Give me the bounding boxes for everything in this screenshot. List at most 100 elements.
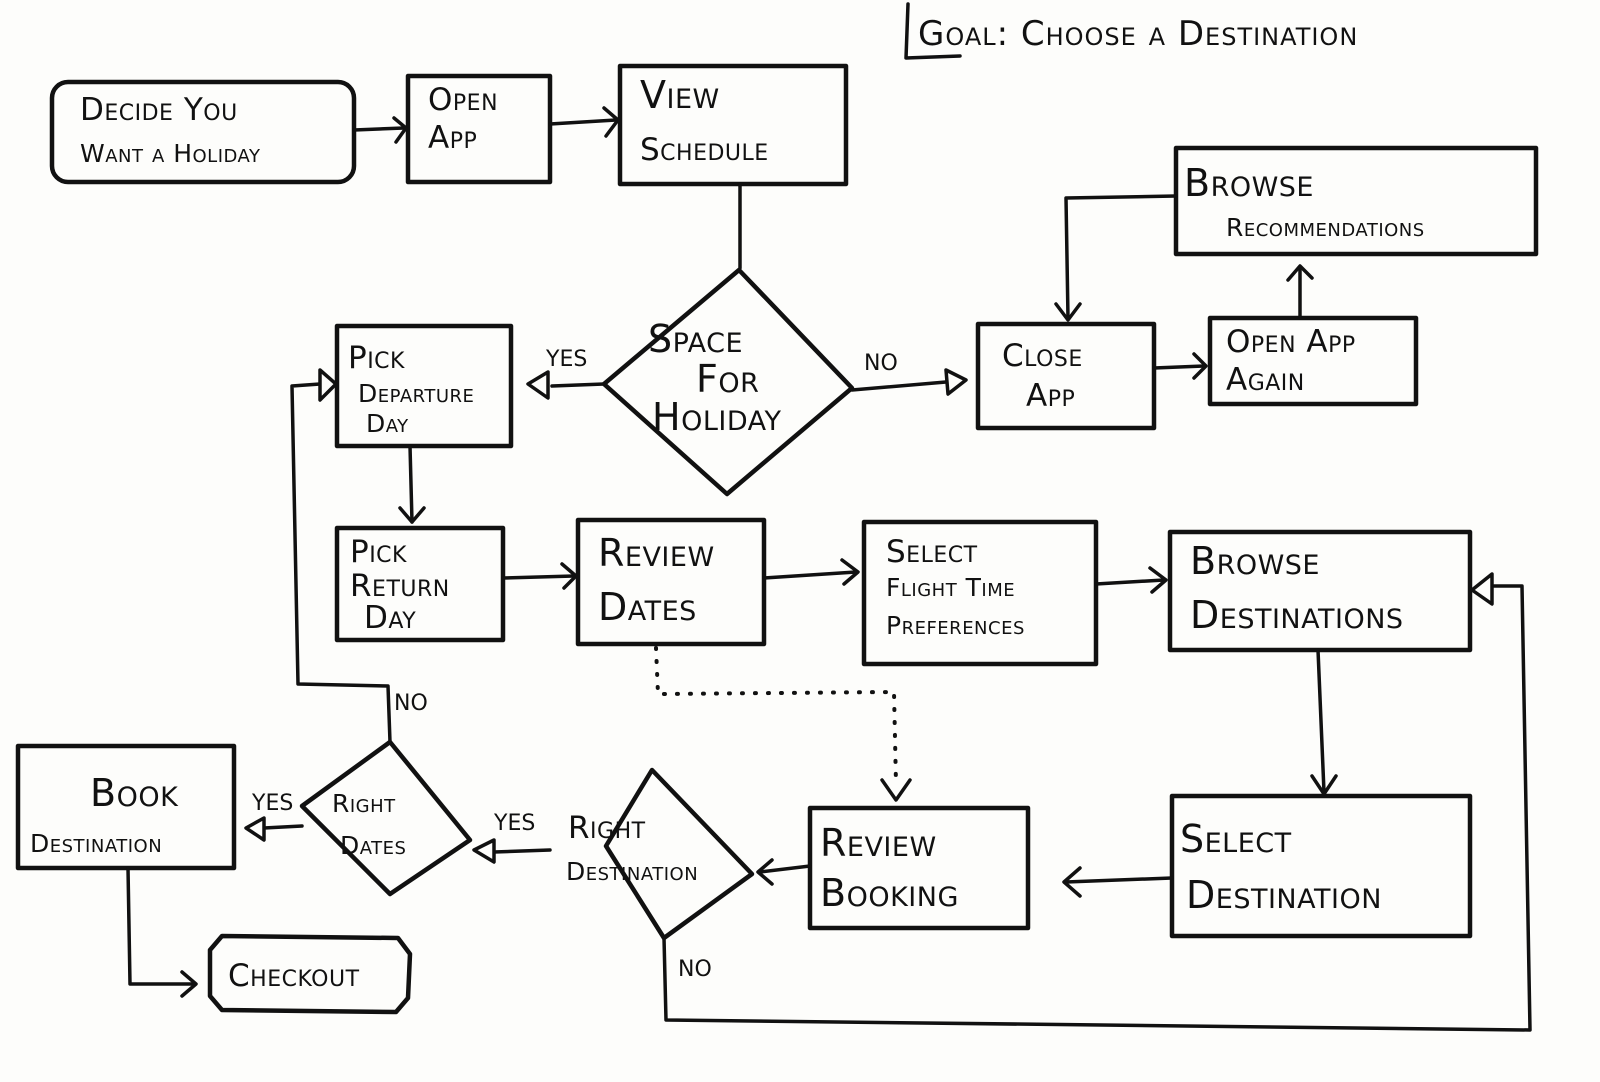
node-label: Recommendations xyxy=(1226,213,1425,242)
node-open-app-again[interactable]: Open App Again xyxy=(1207,315,1419,407)
arrow-head-icon xyxy=(1192,352,1208,380)
arrow-head-icon xyxy=(244,816,266,842)
node-label: Book xyxy=(90,771,179,815)
goal-label: Goal: Choose a Destination xyxy=(918,14,1358,54)
arrow-head-icon xyxy=(944,368,968,396)
node-close-app[interactable]: Close App xyxy=(975,321,1157,431)
node-label: View xyxy=(640,73,720,117)
edge-close-app-to-open-again xyxy=(1152,352,1208,380)
edge-open-app-to-view-schedule xyxy=(548,106,620,138)
arrow-head-icon xyxy=(560,562,578,590)
process-shape xyxy=(1207,315,1419,407)
node-label: Open xyxy=(428,82,498,118)
goal-header: Goal: Choose a Destination xyxy=(904,2,1358,60)
process-shape xyxy=(405,73,553,185)
edge-open-again-to-browse-recommendations xyxy=(1286,264,1314,320)
process-shape xyxy=(575,517,767,647)
decision-space-for-holiday[interactable]: Space For Holiday xyxy=(601,267,855,497)
node-label: Select xyxy=(1180,817,1292,861)
node-label: Pick xyxy=(350,534,407,570)
goal-bracket xyxy=(904,2,962,60)
process-shape xyxy=(1169,793,1473,939)
node-label: Day xyxy=(366,409,409,438)
edge-right-destination-yes-to-right-dates: YES xyxy=(472,811,552,864)
arrow-head-icon xyxy=(840,558,860,586)
node-select-destination[interactable]: Select Destination xyxy=(1169,793,1473,939)
edge-label-yes: YES xyxy=(493,811,535,836)
node-label: Day xyxy=(364,600,416,636)
edge-review-dates-to-flight-time xyxy=(762,558,860,586)
connector-line xyxy=(501,574,576,580)
node-label: Holiday xyxy=(652,395,782,439)
node-select-flight-time-preferences[interactable]: Select Flight Time Preferences xyxy=(861,519,1099,667)
arrow-head-icon xyxy=(602,106,620,138)
edge-right-destination-no-to-browse-destinations: NO xyxy=(662,572,1532,1032)
node-label: Open App xyxy=(1226,324,1356,360)
edge-label-no: NO xyxy=(864,351,898,376)
node-label: Select xyxy=(886,534,978,570)
process-shape xyxy=(1167,529,1473,653)
arrow-head-icon xyxy=(1054,302,1082,322)
node-label: Dates xyxy=(598,585,697,629)
node-label: Space xyxy=(648,317,743,361)
connector-line xyxy=(758,864,812,874)
edge-flight-time-to-browse-destinations xyxy=(1094,566,1168,594)
node-label: Review xyxy=(820,821,937,865)
node-label: Checkout xyxy=(228,958,360,994)
connector-line xyxy=(548,118,618,126)
node-browse-recommendations[interactable]: Browse Recommendations xyxy=(1173,145,1539,257)
edge-pick-return-to-review-dates xyxy=(501,562,578,590)
decision-right-dates[interactable]: Right Dates xyxy=(299,739,473,897)
edge-review-booking-to-right-destination xyxy=(756,858,812,886)
arrow-head-icon xyxy=(1062,866,1082,898)
edge-space-yes-to-pick-departure: YES xyxy=(526,347,606,400)
node-pick-departure-day[interactable]: Pick Departure Day xyxy=(334,323,514,449)
terminator-shape xyxy=(49,79,357,185)
node-label: Want a Holiday xyxy=(80,139,261,168)
process-shape xyxy=(334,525,506,643)
decision-right-destination[interactable]: Right Destination xyxy=(566,767,755,941)
connector-line xyxy=(290,382,392,744)
node-label: Pick xyxy=(348,340,405,376)
edge-browse-recommendations-to-close-app xyxy=(1054,194,1178,322)
process-shape xyxy=(807,805,1031,931)
arrow-head-icon xyxy=(1148,566,1168,594)
decision-shape xyxy=(299,739,473,897)
node-label: Destination xyxy=(566,857,698,886)
node-review-booking[interactable]: Review Booking xyxy=(807,805,1031,931)
edge-right-dates-no-to-pick-departure: NO xyxy=(290,368,428,744)
edge-right-dates-yes-to-book-destination: YES xyxy=(244,791,304,842)
arrow-head-icon xyxy=(1470,572,1494,606)
arrow-head-icon xyxy=(756,858,774,886)
connector-line xyxy=(850,380,948,392)
node-book-destination[interactable]: Book Destination xyxy=(15,743,237,871)
node-label: Right xyxy=(568,810,646,846)
edge-label-yes: YES xyxy=(545,347,587,372)
node-open-app[interactable]: Open App xyxy=(405,73,553,185)
node-label: Dates xyxy=(340,831,406,860)
node-label: For xyxy=(696,357,759,401)
node-decide-holiday[interactable]: Decide You Want a Holiday xyxy=(49,79,357,185)
node-browse-destinations[interactable]: Browse Destinations xyxy=(1167,529,1473,653)
connector-line xyxy=(762,570,858,580)
arrow-head-icon xyxy=(318,368,338,402)
edge-select-destination-to-review-booking xyxy=(1062,866,1174,898)
node-label: Again xyxy=(1226,362,1305,398)
node-review-dates[interactable]: Review Dates xyxy=(575,517,767,647)
dotted-connector-line xyxy=(654,646,898,786)
edge-review-dates-dotted-to-review-booking xyxy=(654,646,912,802)
edge-label-yes: YES xyxy=(251,791,293,816)
node-view-schedule[interactable]: View Schedule xyxy=(617,63,849,187)
node-label: App xyxy=(1026,378,1075,414)
edge-decide-to-open-app xyxy=(352,116,408,144)
decision-shape xyxy=(601,267,855,497)
node-pick-return-day[interactable]: Pick Return Day xyxy=(334,525,506,643)
edge-pick-departure-to-pick-return xyxy=(398,444,426,524)
edge-label-no: NO xyxy=(394,691,428,716)
connector-line xyxy=(662,584,1532,1032)
node-label: Schedule xyxy=(640,132,769,168)
node-checkout[interactable]: Checkout xyxy=(207,933,413,1015)
connector-line xyxy=(1316,648,1326,794)
terminator-shape xyxy=(207,933,413,1015)
